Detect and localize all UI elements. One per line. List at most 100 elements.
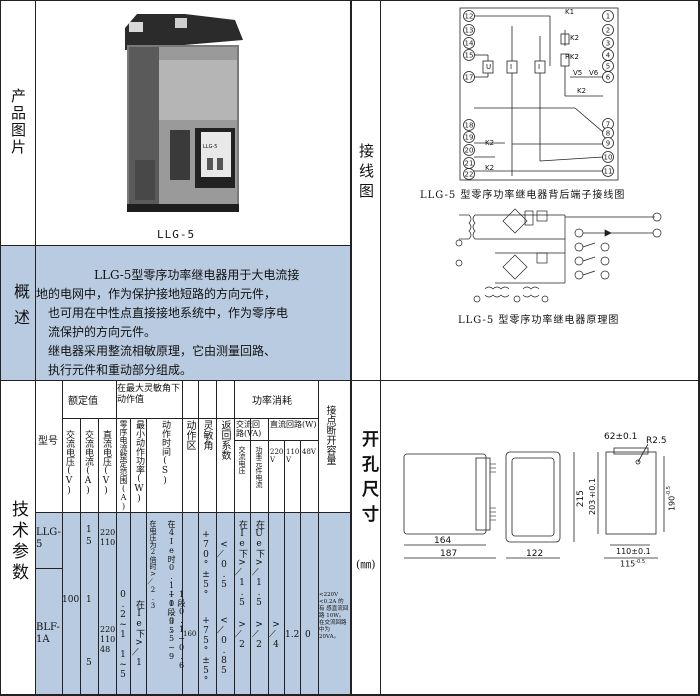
row-line-1	[0, 245, 350, 246]
product-photo: LLG-5	[115, 10, 245, 215]
dim-115-value: 115	[620, 559, 636, 569]
back-wiring-caption: LLG-5 型零序功率继电器背后端子接线图	[420, 190, 626, 201]
row-op-time-3: 1段0.1~0.6 II段0.5~9	[167, 590, 186, 670]
terminal-2-label: 2	[606, 27, 610, 35]
border-left	[0, 0, 1, 696]
terminal-19	[463, 131, 475, 143]
row-dc-voltage-top: 220 110	[100, 528, 116, 547]
terminal-14	[463, 37, 475, 49]
terminal-19-label: 19	[465, 134, 474, 142]
cutout-label: 开孔尺寸	[358, 430, 378, 530]
terminal-22	[463, 168, 475, 180]
dim-164: 164	[434, 536, 452, 546]
row-sens-angle-1: +70°±5°	[201, 530, 211, 600]
header-dc-48: 48V	[302, 448, 316, 456]
params-col-line-2	[80, 418, 81, 695]
dim-190-tol: -0.5	[666, 486, 672, 496]
header-model: 型号	[38, 436, 58, 447]
row-sens-angle-2: +75°±5°	[201, 616, 211, 686]
terminal-13	[463, 24, 475, 36]
wiring-rk2-label: RK2	[565, 53, 579, 61]
row-return-1: ≮0.5	[219, 540, 229, 590]
dim-190: 190-0.5	[666, 486, 677, 511]
row-ac-current-mid: 1	[86, 595, 92, 605]
terminal-1-label: 1	[606, 13, 610, 21]
params-col-line-7	[182, 380, 183, 695]
params-col-line-4	[116, 380, 117, 695]
row-dc-110: 1.2	[285, 630, 300, 640]
overview-line-4: 流保护的方向元件。	[48, 325, 157, 339]
wiring-v5-label: V5	[573, 69, 583, 77]
right-label-divider	[380, 0, 381, 696]
terminal-18-label: 18	[465, 122, 474, 130]
tech-params-label: 技术参数	[8, 500, 28, 584]
terminal-13-label: 13	[465, 27, 474, 35]
row-ac-current-bot: 5	[86, 658, 92, 668]
params-row-line-4	[35, 568, 62, 569]
product-image-label: 产品图片	[9, 88, 27, 156]
params-col-line-11	[250, 418, 251, 695]
principle-diagram	[455, 203, 665, 303]
row-op-time-2: 在4Ie时0.1~0.35	[167, 520, 176, 635]
terminal-9	[602, 137, 614, 149]
overview-line-3: 也可用在中性点直接接地系统中，作为零序电	[48, 306, 289, 320]
header-ac-voltage: 交流电压(V)	[64, 430, 74, 496]
header-dc-voltage: 直流电压(V)	[101, 430, 111, 496]
header-dc-circuit: 直流回路(W)	[270, 420, 317, 429]
header-dc-110: 110V	[286, 448, 300, 464]
overview-line-5: 继电器采用整流相敏原理，它由测量回路、	[48, 344, 277, 358]
params-data-background	[35, 512, 350, 695]
terminal-15-label: 15	[465, 52, 474, 60]
terminal-1	[602, 10, 614, 22]
wiring-k2d-label: K2	[485, 164, 495, 172]
wiring-label: 接线图	[357, 143, 375, 203]
params-col-line-13	[284, 440, 285, 695]
product-nameplate: LLG-5	[203, 144, 218, 150]
header-min-power: 最小动作功率(W)	[134, 420, 144, 504]
terminal-20-label: 20	[465, 147, 474, 155]
row-va-val-1: ≯2	[237, 620, 247, 650]
params-col-line-6	[146, 418, 147, 695]
params-col-line-1	[62, 380, 63, 695]
row-ac-voltage: 100	[62, 595, 80, 605]
header-return-coef: 返回系数	[219, 420, 230, 460]
header-zero-seq: 零序电流整定范围(A)	[119, 420, 128, 511]
params-col-line-3	[98, 418, 99, 695]
row-ac-va-1: 在Ie下≯1.5	[237, 520, 247, 608]
header-sens-angle: 灵敏角	[201, 420, 212, 450]
row-dc-220: ≯4	[271, 620, 281, 650]
overview-background	[0, 245, 350, 380]
header-op-time: 动作时间(S)	[160, 420, 170, 486]
terminal-21-label: 21	[465, 160, 474, 168]
overview-line-1: LLG-5型零序功率继电器用于大电流接	[94, 268, 300, 282]
left-label-divider	[35, 0, 36, 696]
cutout-unit-label: (㎜)	[356, 558, 376, 571]
params-col-line-8	[198, 380, 199, 695]
header-rated: 额定值	[68, 396, 98, 407]
terminal-20	[463, 144, 475, 156]
terminal-12-label: 12	[465, 13, 474, 21]
terminal-2	[602, 24, 614, 36]
wiring-v6-label: V6	[589, 69, 599, 77]
dim-r25: R2.5	[646, 436, 667, 446]
row-dc-48: 0	[305, 630, 311, 640]
header-op-zone: 动作区	[184, 420, 195, 450]
wiring-k2-label: K2	[570, 34, 580, 42]
header-ac-current: 交流电流(A)	[83, 430, 93, 496]
border-right	[698, 0, 700, 696]
cutout-drawing: 164 187 122 215 203±0.1 62±0.1 R2.5 190-…	[392, 428, 692, 578]
wiring-u-label: U	[486, 63, 492, 71]
row-model-2: BLF-1A	[36, 622, 60, 645]
wiring-i2-label: I	[538, 63, 541, 71]
dim-110: 110±0.1	[616, 547, 651, 556]
dim-122: 122	[526, 549, 544, 559]
overview-line-2: 地的电网中，作为保护接地短路的方向元件，	[36, 287, 277, 301]
dim-187: 187	[440, 549, 458, 559]
terminal-14-label: 14	[465, 40, 474, 48]
row-line-2	[0, 380, 700, 381]
params-row-line-1	[62, 418, 318, 419]
product-caption: LLG-5	[157, 228, 196, 241]
header-ac-circuit: 交流回路(VA)	[236, 420, 262, 438]
params-col-line-9	[216, 380, 217, 695]
